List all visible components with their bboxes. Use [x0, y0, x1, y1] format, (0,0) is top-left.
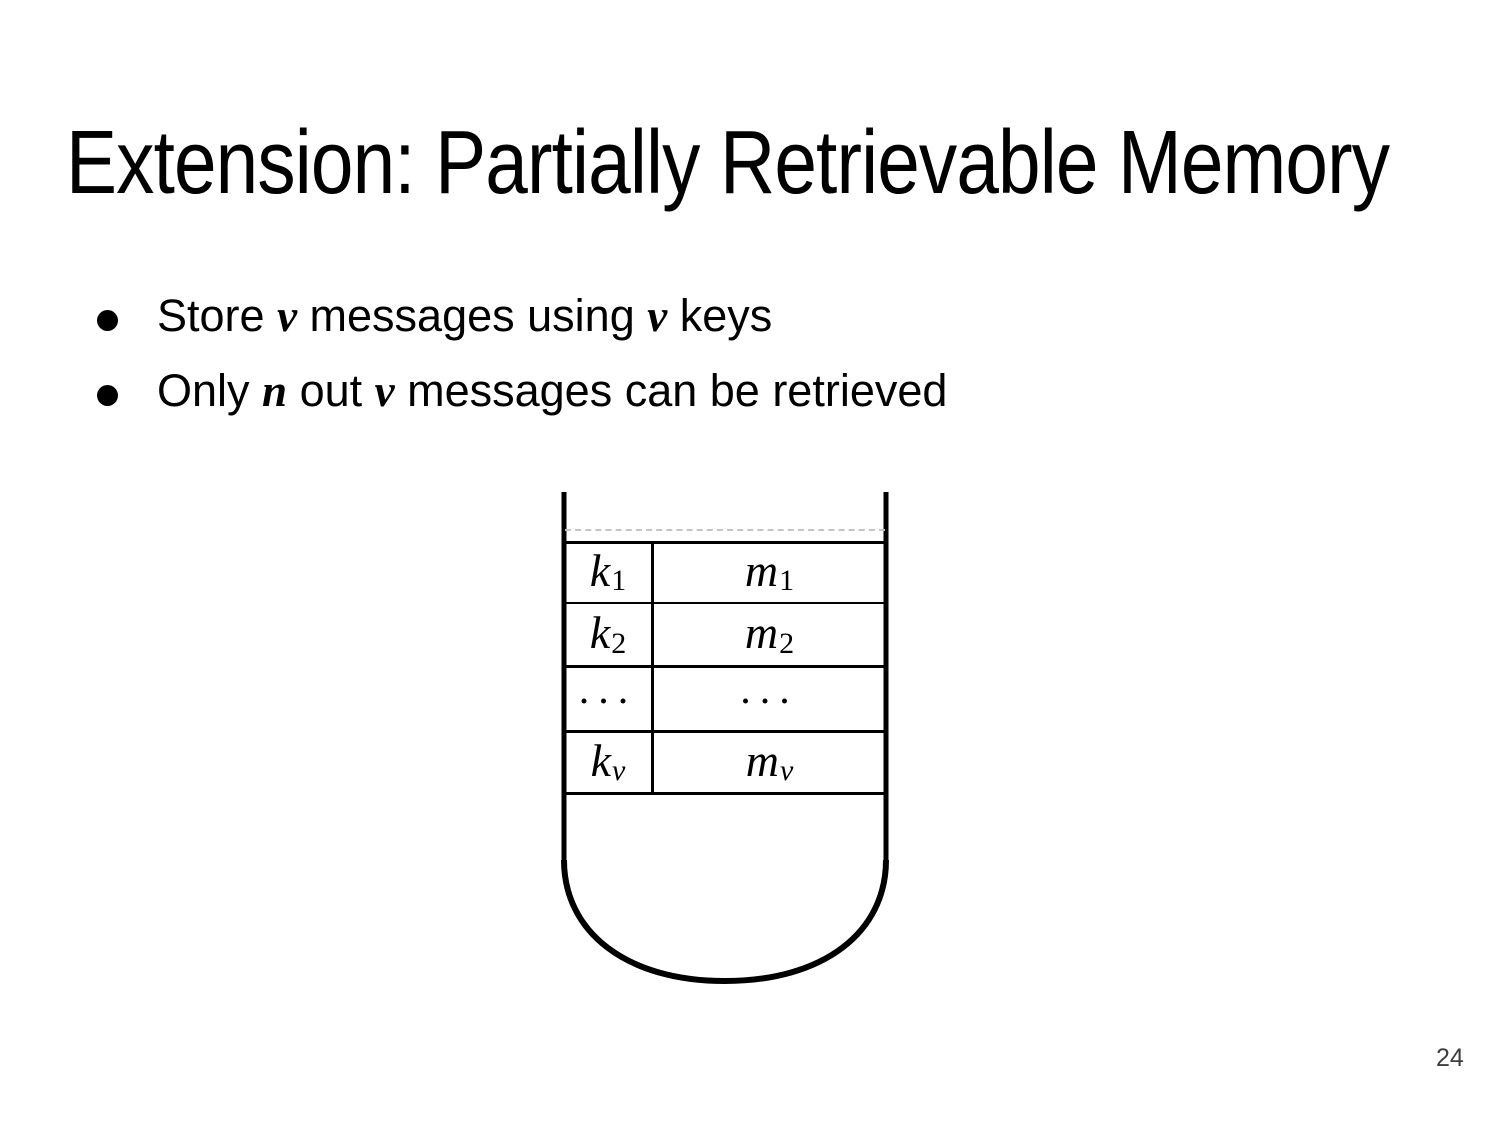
- key-subscript: v: [612, 754, 626, 787]
- bullet-item-2: Only n out v messages can be retrieved: [0, 367, 1500, 427]
- message-symbol: m: [744, 606, 779, 658]
- dashed-level-line: [565, 529, 885, 531]
- key-symbol: k: [590, 734, 612, 786]
- bullet-1-segment: keys: [667, 290, 773, 341]
- key-subscript: 1: [611, 564, 627, 597]
- bullet-1-segment: Store: [157, 290, 278, 341]
- table-row-ellipsis: ... ...: [565, 665, 885, 730]
- bullet-1-var-v: v: [647, 291, 668, 341]
- bullet-1-segment: messages using: [297, 290, 648, 341]
- bullet-2-var-v: v: [374, 366, 395, 416]
- bullet-marker-icon: [97, 310, 118, 331]
- ellipsis: ...: [578, 667, 638, 713]
- message-subscript: v: [779, 754, 794, 787]
- message-cell-ellipsis: ...: [654, 668, 885, 730]
- bullet-marker-icon: [97, 385, 118, 406]
- slide-title: Extension: Partially Retrievable Memory: [66, 113, 1390, 213]
- message-subscript: 1: [779, 564, 795, 597]
- ellipsis: ...: [740, 667, 799, 713]
- bullet-item-1: Store v messages using v keys: [0, 292, 1500, 352]
- page-number: 24: [1436, 1044, 1464, 1072]
- message-symbol: m: [744, 545, 779, 596]
- bullet-1-var-v: v: [277, 291, 298, 341]
- key-symbol: k: [589, 606, 611, 658]
- key-cell-ellipsis: ...: [565, 668, 654, 730]
- bullet-2-segment: out: [287, 365, 375, 416]
- key-subscript: 2: [611, 627, 627, 660]
- tube-bottom-curve: [561, 859, 889, 985]
- message-symbol: m: [745, 734, 779, 786]
- bullet-text-2: Only n out v messages can be retrieved: [157, 365, 948, 416]
- bullet-2-segment: Only: [157, 365, 263, 416]
- bullet-2-var-n: n: [262, 366, 288, 416]
- tube-outline: [561, 492, 889, 985]
- message-subscript: 2: [779, 627, 795, 660]
- bullet-text-1: Store v messages using v keys: [157, 290, 773, 341]
- key-symbol: k: [589, 545, 611, 596]
- bullet-2-segment: messages can be retrieved: [394, 365, 948, 416]
